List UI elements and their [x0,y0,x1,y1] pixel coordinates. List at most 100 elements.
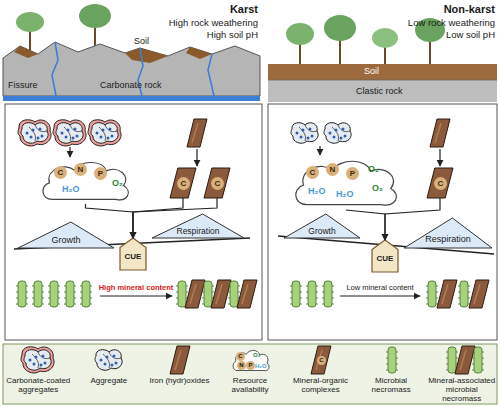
respiration-weight: Respiration [404,218,492,248]
non-karst-scene [268,80,497,102]
karst-scene [3,42,260,96]
karst-panel-art [53,120,86,146]
node-text: Growth [18,235,114,246]
non-karst-panel-art [290,281,302,307]
node-text: P [346,167,359,180]
respiration-weight: Respiration [152,214,244,238]
karst-scene [16,12,44,32]
karst-scene [3,96,260,101]
icon-letter: C [317,356,326,365]
icon-letter: H₂O [255,362,267,370]
karst-panel-art [237,280,257,308]
legend-band [3,344,497,404]
karst-scene [52,42,214,96]
non-karst-panel-art [439,149,440,166]
triangle [284,214,360,238]
process-note: Low mineral content [335,283,425,293]
legend-text: Mineral-associated microbial necromass [427,376,496,403]
non-karst-panel-art [340,295,420,296]
node-text: C [177,177,190,190]
non-karst-scene [268,64,497,80]
layer-name: Clastic rock [356,86,436,97]
layer-name: Soil [134,36,174,47]
non-karst-panel-art [291,123,318,144]
icon-letter: C [236,352,245,361]
karst-panel-art [32,281,44,307]
node-text: CUE [120,252,146,262]
flow-arrow [385,198,440,240]
non-karst-panel-art [319,146,320,155]
node-text: C [211,177,224,190]
node-text: O₂ [372,183,383,193]
legend-text: Carbonate-coated aggregates [4,376,73,394]
legend-band [233,350,269,370]
parallelogram [427,168,453,198]
node-text: C [54,166,67,179]
non-karst-panel-art [458,281,470,307]
non-karst-panel-art [324,123,351,144]
triangle [404,218,492,248]
node-text: O₂ [112,178,123,188]
node-text: N [326,163,339,176]
node-text: H₂O [62,184,80,194]
legend-text: Microbial necromass [357,376,426,394]
legend-band [311,346,331,374]
flow-arrow [86,204,134,238]
non-karst-panel-art [306,281,318,307]
karst-panel-art [196,149,197,166]
non-karst-scene [324,15,356,41]
karst-panel-art [16,281,28,307]
karst-panel-art [14,119,257,308]
process-note: High mineral content [91,283,181,293]
legend-band [95,350,122,371]
layer-name: Soil [364,66,404,77]
cue-pentagon: CUE [372,240,398,272]
legend-text: Iron (hydr)oxides [145,376,214,385]
karst-panel-art [48,281,60,307]
karst-scene [125,48,168,63]
legend-band [472,347,484,373]
node-text: O₂ [368,164,379,174]
non-karst-panel-art [469,280,489,308]
layer-name: Carbonate rock [100,80,190,91]
node-text: H₂O [308,186,326,196]
karst-scene [79,4,111,28]
node-text: C [434,177,447,190]
icon-letter: N [237,361,246,370]
resource-cloud: CNPO₂O₂H₂OH₂O [290,156,402,210]
non-karst-panel-art [437,280,457,308]
karst-panel-art [88,120,121,146]
mineral-organic-complex: C [204,168,230,198]
node-text: Respiration [404,234,492,245]
karst-scene [14,46,38,58]
karst-panel-art [69,147,70,157]
resource-cloud: CNP O₂ H₂O [38,158,133,204]
triangle [152,214,244,238]
node-text: CUE [372,254,398,264]
site-title: Karst [150,3,258,16]
legend-text: Mineral-organic complexes [286,376,355,394]
node-text: P [94,167,107,180]
non-karst-panel-art [430,119,450,147]
pentagon [120,238,146,270]
node-text: C [306,166,319,179]
legend-band [386,347,398,373]
mineral-organic-complex: C [170,168,196,198]
cloud-outline [43,162,128,199]
non-karst-panel-art [278,119,494,308]
karst-panel-art [187,119,207,147]
triangle [18,222,114,248]
legend-band [170,346,190,374]
pentagon [372,240,398,272]
non-karst-scene [372,28,398,48]
site-property: Low soil pH [360,29,495,41]
legend-text: Aggregate [75,376,144,385]
growth-weight: Growth [18,222,114,248]
node-text: N [74,163,87,176]
cloud-outline [296,161,397,205]
karst-scene [3,4,260,101]
growth-weight: Growth [284,214,360,238]
